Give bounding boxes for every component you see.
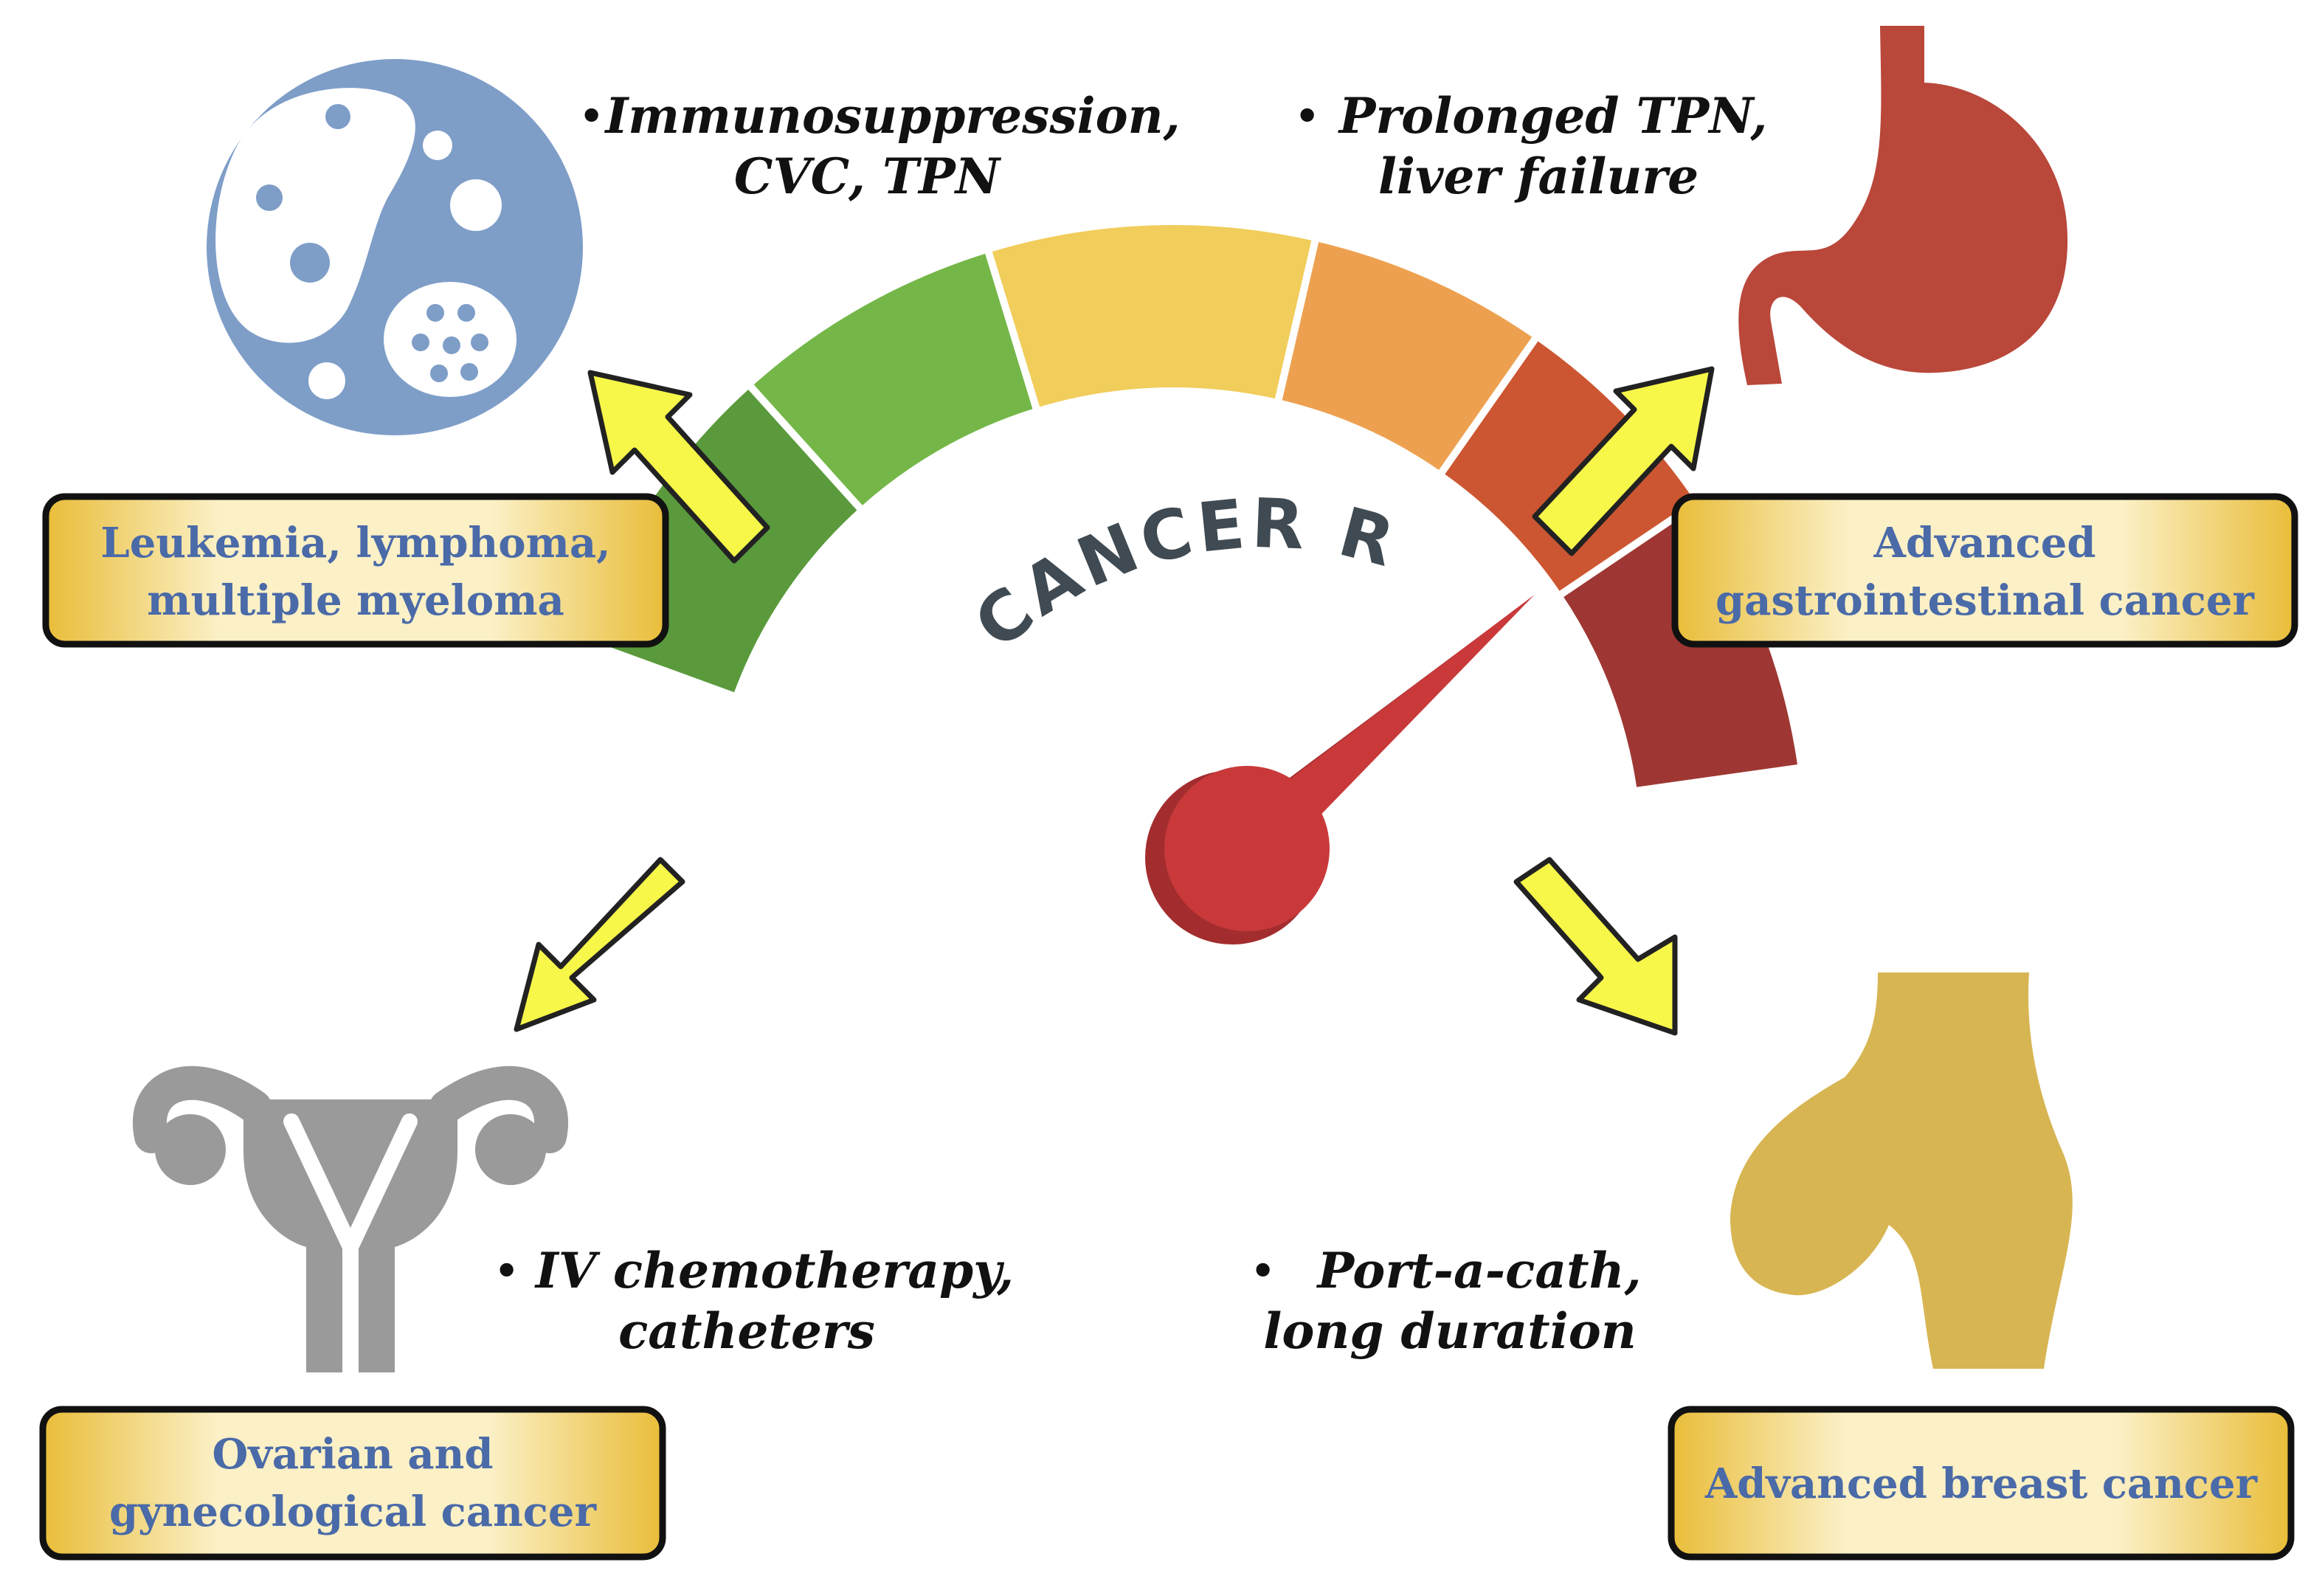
arrow-to-gastrointestinal [1532, 366, 1715, 556]
uterus-icon [133, 1065, 568, 1381]
box-line: gastrointestinal cancer [1715, 576, 2255, 625]
bullet-line: Port-a-cath, [1316, 1242, 1641, 1299]
box-leukemia: Leukemia, lymphoma, multiple myeloma [42, 493, 669, 648]
bullet-line: catheters [618, 1302, 875, 1360]
gauge-segment [983, 218, 1321, 416]
bullet-line: Prolonged TPN, [1338, 87, 1768, 145]
bullet-ovarian: • IV chemotherapy, catheters [494, 1242, 1014, 1360]
breast-icon [1730, 973, 2073, 1369]
box-line: gynecological cancer [109, 1488, 598, 1536]
cell-icon [207, 59, 583, 435]
bullet-line: Immunosuppression, [604, 87, 1180, 145]
svg-text:•: • [579, 94, 604, 139]
box-line: Ovarian and [212, 1430, 493, 1479]
bullet-line: IV chemotherapy, [534, 1242, 1014, 1299]
gauge-segments [572, 218, 1806, 795]
arrow-to-breast [1513, 857, 1678, 1036]
bullet-leukemia: • Immunosuppression, CVC, TPN [579, 87, 1181, 205]
bullet-line: long duration [1263, 1302, 1636, 1360]
svg-text:•: • [1251, 1249, 1275, 1293]
gauge-needle [1145, 594, 1535, 944]
bullet-line: liver failure [1378, 148, 1699, 205]
arrow-to-leukemia [587, 370, 770, 564]
box-line: multiple myeloma [147, 576, 564, 625]
box-line: Advanced breast cancer [1704, 1459, 2259, 1508]
stomach-icon [1738, 26, 2068, 385]
box-breast: Advanced breast cancer [1668, 1406, 2295, 1561]
box-line: Leukemia, lymphoma, [100, 519, 610, 567]
svg-text:•: • [1295, 94, 1319, 139]
bullet-line: CVC, TPN [734, 148, 1002, 205]
box-line: Advanced [1873, 519, 2095, 567]
box-gastrointestinal: Advanced gastrointestinal cancer [1671, 493, 2298, 648]
box-ovarian: Ovarian and gynecological cancer [39, 1406, 666, 1561]
bullet-breast: • Port-a-cath, long duration [1251, 1242, 1642, 1360]
bullet-gastrointestinal: • Prolonged TPN, liver failure [1295, 87, 1767, 205]
svg-text:•: • [494, 1249, 519, 1293]
arrow-to-ovarian [514, 857, 685, 1032]
